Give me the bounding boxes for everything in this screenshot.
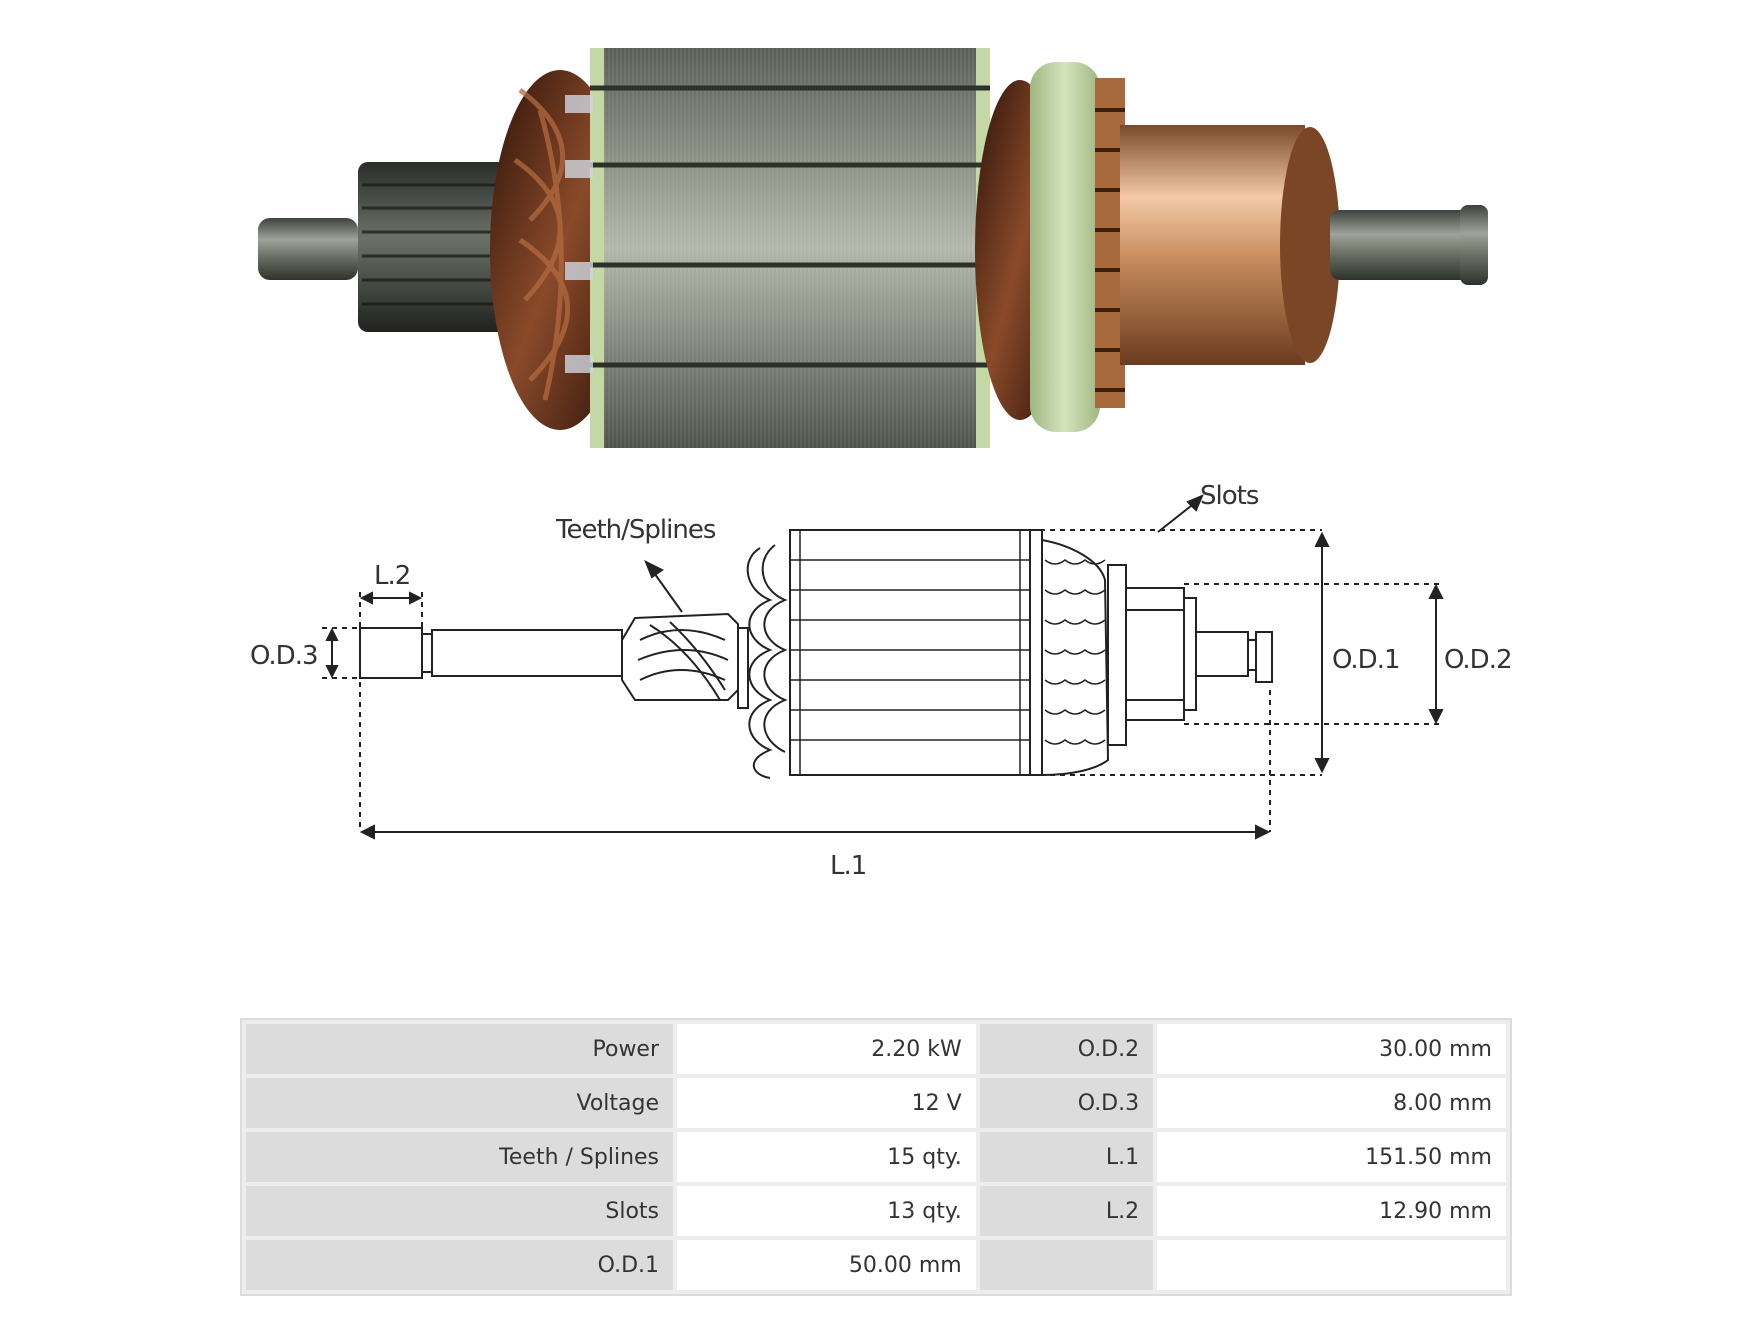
shaft-end-l2	[359, 627, 423, 679]
insulator-ring	[1030, 62, 1100, 432]
spec-value: 50.00 mm	[677, 1240, 976, 1290]
spec-key: Teeth / Splines	[246, 1132, 674, 1182]
table-row: Slots 13 qty. L.2 12.90 mm	[246, 1186, 1506, 1236]
commutator-end	[1280, 127, 1340, 363]
spec-key: O.D.2	[979, 1024, 1154, 1074]
spec-key: L.2	[979, 1186, 1154, 1236]
spec-key: Power	[246, 1024, 674, 1074]
spec-key: O.D.3	[979, 1078, 1154, 1128]
shaft	[431, 629, 623, 677]
spec-value: 8.00 mm	[1157, 1078, 1506, 1128]
spec-value: 12 V	[677, 1078, 976, 1128]
spec-key	[979, 1240, 1154, 1290]
od3-label: O.D.3	[250, 641, 318, 671]
l2-label: L.2	[374, 561, 410, 591]
table-row: Power 2.20 kW O.D.2 30.00 mm	[246, 1024, 1506, 1074]
od2-label: O.D.2	[1444, 645, 1512, 675]
teeth-splines-label: Teeth/Splines	[555, 515, 716, 545]
spec-value: 2.20 kW	[677, 1024, 976, 1074]
spec-key: Voltage	[246, 1078, 674, 1128]
slots-area	[1041, 538, 1110, 777]
table-row: O.D.1 50.00 mm	[246, 1240, 1506, 1290]
spec-value: 13 qty.	[677, 1186, 976, 1236]
spec-value	[1157, 1240, 1506, 1290]
pinion-gear	[358, 162, 508, 332]
l1-label: L.1	[830, 851, 866, 881]
od1-label: O.D.1	[1332, 645, 1400, 675]
spec-key: O.D.1	[246, 1240, 674, 1290]
right-shaft	[1330, 210, 1480, 280]
spec-value: 151.50 mm	[1157, 1132, 1506, 1182]
spec-key: Slots	[246, 1186, 674, 1236]
teeth-leader	[651, 569, 683, 613]
spec-table: Power 2.20 kW O.D.2 30.00 mm Voltage 12 …	[240, 1018, 1512, 1296]
table-row: Teeth / Splines 15 qty. L.1 151.50 mm	[246, 1132, 1506, 1182]
armature-diagram: Slots Teeth/Splines L.2 O.D.3 O.D.1 O.D.…	[250, 481, 1513, 881]
slots-leader	[1157, 501, 1197, 533]
spec-key: L.1	[979, 1132, 1154, 1182]
left-shaft-tip	[258, 218, 358, 280]
winding-loops	[746, 547, 773, 779]
commutator	[1120, 125, 1305, 365]
armature-photo	[258, 48, 1488, 448]
table-row: Voltage 12 V O.D.3 8.00 mm	[246, 1078, 1506, 1128]
slots-label: Slots	[1200, 481, 1259, 511]
spec-value: 30.00 mm	[1157, 1024, 1506, 1074]
spec-value: 15 qty.	[677, 1132, 976, 1182]
spec-value: 12.90 mm	[1157, 1186, 1506, 1236]
core	[789, 529, 1031, 776]
